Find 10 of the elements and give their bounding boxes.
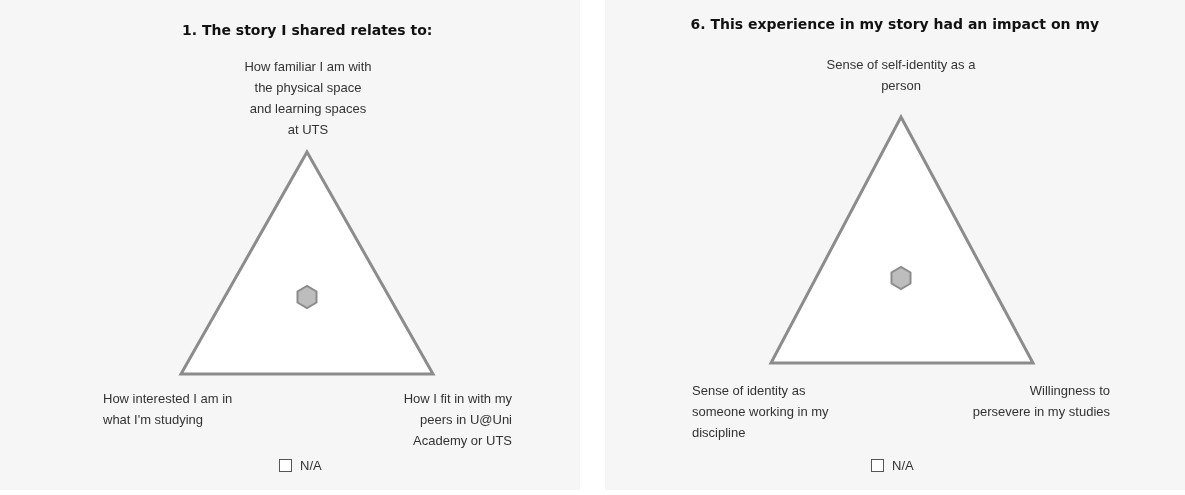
corner-label: Sense of identity as someone working in my discipline bbox=[692, 382, 830, 442]
question-heading: 1. The story I shared relates to: bbox=[182, 22, 433, 38]
corner-label: Sense of self-identity as a person bbox=[825, 56, 977, 95]
corner-label: How I fit in with my peers in U@Uni Academy or UTS bbox=[402, 390, 512, 450]
corner-label: Willingness to persevere in my studies bbox=[971, 382, 1110, 421]
corner-label: How interested I am in what I'm studying bbox=[103, 390, 234, 429]
question-heading: 6. This experience in my story had an impact on my bbox=[690, 16, 1100, 32]
na-label: N/A bbox=[892, 457, 914, 475]
corner-label: How familiar I am with the physical space and learning spaces at UTS bbox=[243, 58, 373, 139]
na-label: N/A bbox=[300, 457, 322, 475]
